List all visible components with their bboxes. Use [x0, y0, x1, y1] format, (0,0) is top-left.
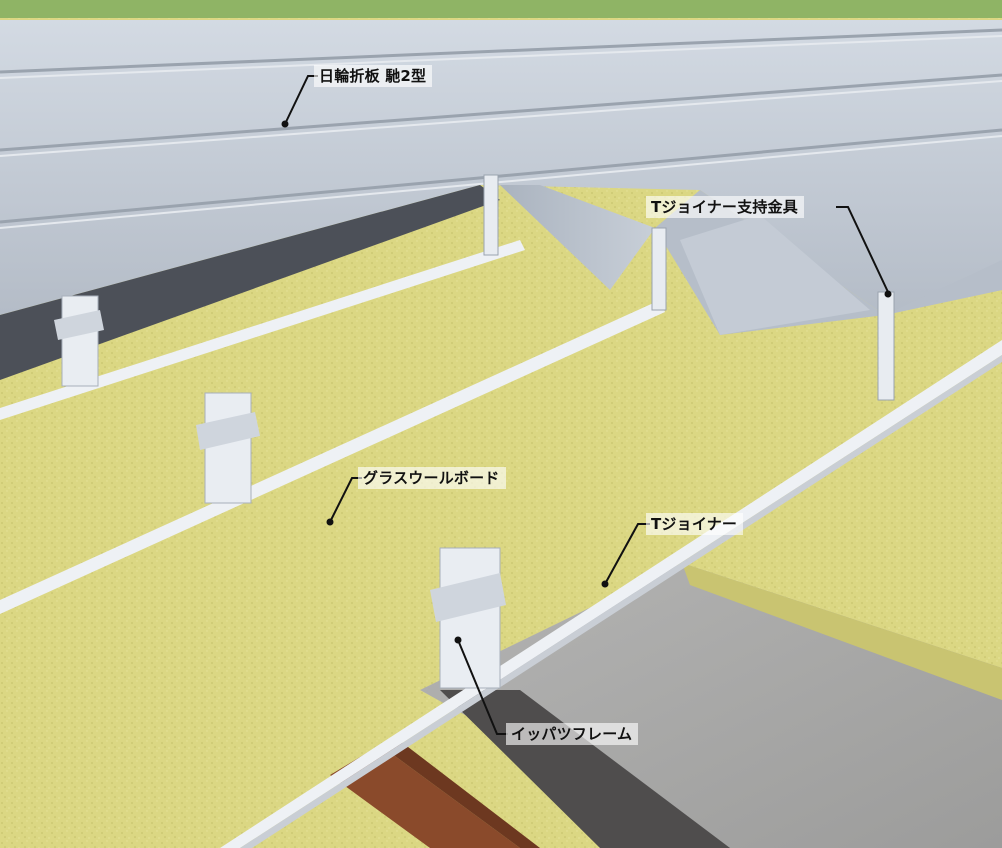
roof-panel-underside	[0, 185, 500, 380]
roof-rib-2	[0, 73, 1002, 152]
support-bracket-1	[483, 174, 499, 256]
roof-fold-1	[500, 185, 655, 290]
ippatsu-frame-2	[196, 392, 260, 504]
roof-rib-highlight-3	[0, 135, 1002, 229]
leader-dot-support-bracket	[884, 290, 892, 298]
leader-dot-t-joiner	[601, 580, 609, 588]
roof-rib-3	[0, 128, 1002, 224]
label-roof-panel: 日輪折板 馳2型	[314, 65, 433, 87]
t-joiner-rail-2	[0, 300, 665, 614]
leader-dot-ippatsu-frame	[454, 636, 462, 644]
roof-fold-2-face	[680, 215, 870, 335]
label-support-bracket: Tジョイナー支持金具	[646, 196, 804, 218]
ippatsu-frame-3	[430, 547, 506, 689]
roof-rib-highlight-1	[0, 35, 1002, 79]
wood-purlin-shade	[380, 737, 540, 848]
leader-ippatsu-frame	[457, 639, 508, 735]
label-glass-wool-board: グラスウールボード	[358, 467, 506, 489]
t-joiner-rail-3	[220, 340, 1002, 848]
leader-support-bracket	[836, 206, 889, 293]
t-joiner-rail-1	[0, 240, 525, 420]
roof-rib-1	[0, 28, 1002, 74]
label-t-joiner: Tジョイナー	[646, 513, 744, 535]
roof-rib-highlight-2	[0, 80, 1002, 157]
support-bracket-2	[651, 227, 667, 311]
support-bracket-3	[877, 291, 895, 401]
label-ippatsu-frame: イッパツフレーム	[506, 723, 639, 745]
leader-dot-roof-panel	[281, 120, 289, 128]
ippatsu-frame-1	[54, 295, 104, 387]
leader-dot-glass-wool	[326, 518, 334, 526]
wood-purlin	[330, 745, 520, 848]
top-band	[0, 0, 1002, 18]
glass-wool-edge	[682, 563, 1002, 700]
t-joiner-rail-3-shade	[240, 355, 1002, 848]
